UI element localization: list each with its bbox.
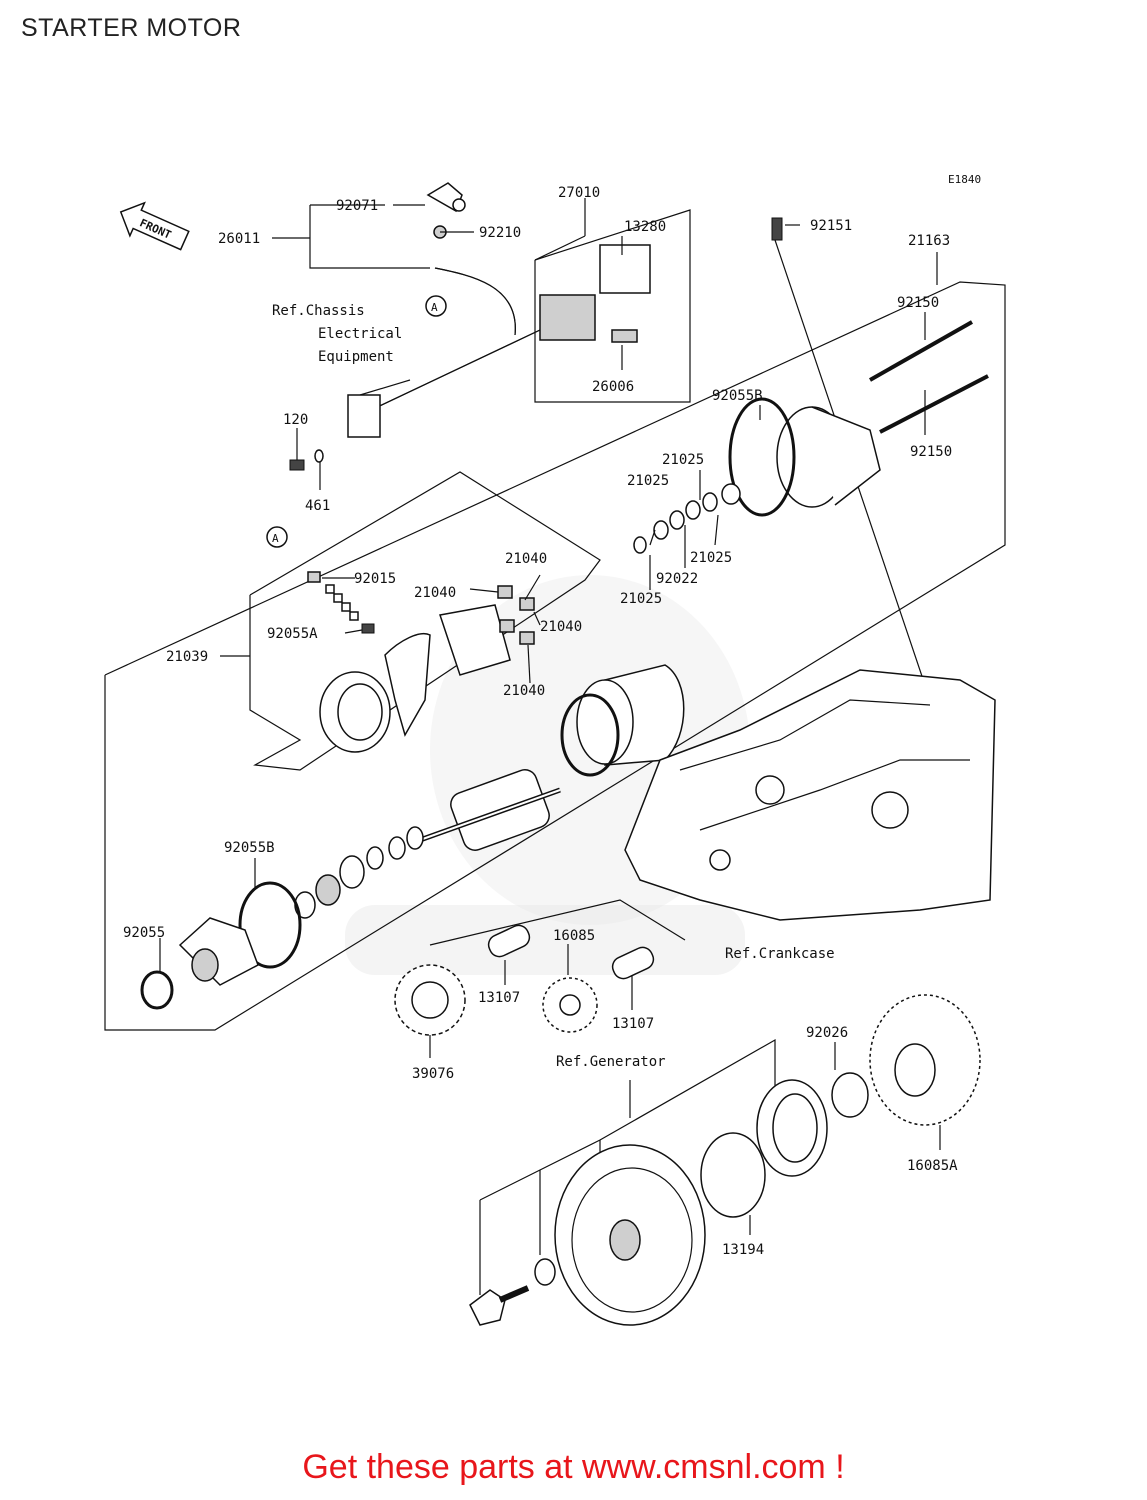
ref-chassis-line2: Electrical [318, 326, 402, 342]
part-label-21039: 21039 [166, 649, 208, 665]
part-label-92055a: 92055A [267, 626, 318, 642]
part-label-39076: 39076 [412, 1066, 454, 1082]
part-label-21040-d: 21040 [503, 683, 545, 699]
part-label-92055b-mid: 92055B [224, 840, 275, 856]
ref-generator: Ref.Generator [556, 1054, 666, 1070]
part-label-92151: 92151 [810, 218, 852, 234]
part-label-13194: 13194 [722, 1242, 764, 1258]
part-label-92055: 92055 [123, 925, 165, 941]
part-label-27010: 27010 [558, 185, 600, 201]
part-label-21163: 21163 [908, 233, 950, 249]
brush-holder-outline [249, 471, 601, 771]
part-label-26006: 26006 [592, 379, 634, 395]
assembly-outline [104, 281, 1006, 1031]
part-label-26011: 26011 [218, 231, 260, 247]
gear-16085a-icon [869, 994, 981, 1126]
part-label-21025-c: 21025 [690, 550, 732, 566]
part-label-92026: 92026 [806, 1025, 848, 1041]
callout-a-left: A [266, 526, 288, 548]
part-label-92150-bottom: 92150 [910, 444, 952, 460]
part-label-92071: 92071 [336, 198, 378, 214]
part-label-21025-d: 21025 [620, 591, 662, 607]
exploded-parts-diagram: FRONT A A [104, 173, 1006, 1326]
part-label-92022: 92022 [656, 571, 698, 587]
footer-link[interactable]: Get these parts at www.cmsnl.com ! [302, 1448, 845, 1486]
gear-16085-icon [542, 977, 598, 1033]
part-label-92015: 92015 [354, 571, 396, 587]
ref-chassis-line1: Ref.Chassis [272, 303, 365, 319]
relay-group-bracket [534, 209, 691, 403]
part-label-120: 120 [283, 412, 308, 428]
part-label-461: 461 [305, 498, 330, 514]
part-label-13107-a: 13107 [478, 990, 520, 1006]
part-label-21040-c: 21040 [540, 619, 582, 635]
part-label-92150-top: 92150 [897, 295, 939, 311]
part-label-16085a: 16085A [907, 1158, 958, 1174]
gear-39076-icon [394, 964, 466, 1036]
part-label-21040-a: 21040 [505, 551, 547, 567]
part-label-21025-b: 21025 [627, 473, 669, 489]
part-label-21040-b: 21040 [414, 585, 456, 601]
page-title: STARTER MOTOR [21, 14, 242, 42]
part-label-13280: 13280 [624, 219, 666, 235]
ref-chassis-line3: Equipment [318, 349, 394, 365]
part-label-13107-b: 13107 [612, 1016, 654, 1032]
front-arrow-icon: FRONT [119, 201, 190, 251]
part-label-92210: 92210 [479, 225, 521, 241]
part-label-92055b-top: 92055B [712, 388, 763, 404]
svg-text:A: A [272, 532, 279, 545]
part-label-21025-a: 21025 [662, 452, 704, 468]
part-label-16085: 16085 [553, 928, 595, 944]
callout-a-top: A [425, 295, 447, 317]
ref-crankcase: Ref.Crankcase [725, 946, 835, 962]
diagram-code: E1840 [948, 173, 981, 186]
svg-text:A: A [431, 301, 438, 314]
leader-lines [159, 204, 941, 1235]
